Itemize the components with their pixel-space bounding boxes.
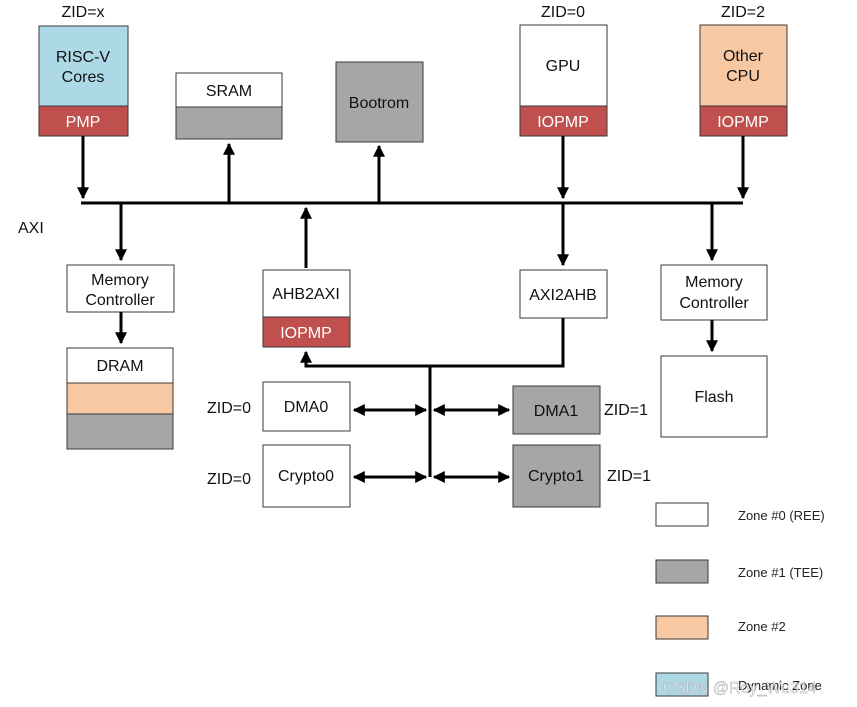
legend-label-zone2: Zone #2 [738,619,786,634]
crypto1-zid-label: ZID=1 [607,468,651,485]
axi-bus-label: AXI [18,220,44,237]
dma0-label: DMA0 [284,399,329,416]
legend-swatch-zone0 [655,502,709,527]
sram-tee-region [175,106,283,140]
riscv-pmp-unit [38,105,129,137]
gpu-label: GPU [546,58,581,75]
mem-ctrl-left-line2: Controller [85,292,155,309]
dram-zone2-region [66,382,174,415]
legend-swatch-dynamic [655,672,709,697]
dram-label: DRAM [96,358,143,375]
legend-swatch-zone1 [655,559,709,584]
gpu-zid-label: ZID=0 [541,4,585,21]
mem-ctrl-left-line1: Memory [91,272,149,289]
ahb2axi-block [262,269,351,318]
mem-ctrl-right-line1: Memory [685,274,743,291]
other-cpu-iopmp-label: IOPMP [717,114,769,131]
ahb2axi-iopmp-label: IOPMP [280,325,332,342]
gpu-iopmp-label: IOPMP [537,114,589,131]
axi2ahb-label: AXI2AHB [529,287,597,304]
crypto0-block [262,444,351,508]
dma0-zid-label: ZID=0 [207,400,251,417]
csdn-watermark: CSDN @Roy_Wu314 [663,680,817,697]
dma1-label: DMA1 [534,403,579,420]
flash-label: Flash [694,389,733,406]
legend-swatch-zone2 [655,615,709,640]
other-cpu-iopmp-unit [699,105,788,137]
riscv-zid-label: ZID=x [61,4,104,21]
sram-block [175,72,283,108]
legend-label-dynamic: Dynamic Zone [738,678,822,693]
ahb2axi-iopmp-unit [262,316,351,348]
other-cpu-label-line1: Other [723,48,764,65]
mem-ctrl-right-block [660,264,768,321]
legend: Zone #0 (REE) Zone #1 (TEE) Zone #2 Dyna… [655,502,825,697]
axi2ahb-block [519,269,608,319]
ahb2axi-label: AHB2AXI [272,286,340,303]
crypto0-zid-label: ZID=0 [207,471,251,488]
axi2ahb-to-ahb-bus-line [430,318,565,368]
mem-ctrl-right-line2: Controller [679,295,749,312]
mem-ctrl-left-block [66,264,175,313]
dram-tee-region [66,413,174,450]
riscv-label-line2: Cores [62,69,105,86]
flash-block [660,355,768,438]
dma1-zid-label: ZID=1 [604,402,648,419]
bootrom-label: Bootrom [349,95,409,112]
crypto0-label: Crypto0 [278,468,334,485]
other-cpu-zid-label: ZID=2 [721,4,765,21]
other-cpu-label-line2: CPU [726,68,760,85]
sram-label: SRAM [206,83,252,100]
ahb-bus-to-ahb2axi-arrow [300,350,430,368]
riscv-label-line1: RISC-V [56,49,111,66]
bootrom-block [335,61,424,143]
dma1-block [512,385,601,435]
crypto1-block [512,444,601,508]
riscv-cores-block [38,25,129,107]
dram-block [66,347,174,384]
riscv-pmp-label: PMP [66,114,101,131]
legend-label-zone0: Zone #0 (REE) [738,508,825,523]
dma0-block [262,381,351,432]
other-cpu-block [699,24,788,107]
legend-label-zone1: Zone #1 (TEE) [738,565,823,580]
crypto1-label: Crypto1 [528,468,584,485]
gpu-block [519,24,608,107]
